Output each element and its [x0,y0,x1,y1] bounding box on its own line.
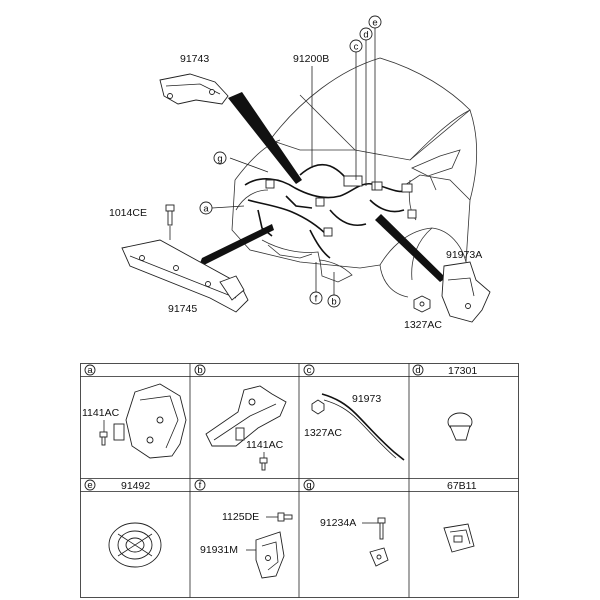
exploded-view: 91743 91200B 1014CE 91745 91973A 1327AC … [109,15,491,331]
table-cell-c: c 91973 1327AC [303,364,405,461]
cell-letter-d: d [412,364,424,376]
parts-table: a 1141AC b 1141AC [80,363,519,598]
bolt-1014CE [165,204,175,226]
callout-d: d [359,27,373,41]
cell-g-label-91234A: 91234A [320,517,356,529]
callout-f: f [309,291,323,305]
callout-c: c [349,39,363,53]
svg-text:d: d [415,365,420,376]
nut-1327AC [413,295,431,313]
leader-lines [169,28,376,296]
table-cell-e: e 91492 [84,479,162,568]
part-label-1327AC: 1327AC [404,319,442,331]
svg-text:e: e [87,480,92,491]
table-cell-67B11: 67B11 [443,480,477,553]
pointer-wedges [198,92,446,282]
svg-text:b: b [197,365,202,376]
cell-header-67B11: 67B11 [447,480,477,492]
part-label-1014CE: 1014CE [109,207,147,219]
bracket-91743 [159,73,229,105]
part-label-91200B: 91200B [293,53,329,65]
part-label-91973A: 91973A [446,249,482,261]
cell-letter-e: e [84,479,96,491]
cell-c-label-1327AC: 1327AC [304,427,342,439]
svg-text:c: c [307,365,312,376]
callout-label: f [315,294,318,305]
callout-g: g [213,151,227,165]
table-cell-g: g 91234A [303,479,389,567]
callout-label: a [203,204,209,215]
car-body-outline [231,57,478,298]
callout-label: b [331,297,336,308]
cell-letter-b: b [194,364,206,376]
callout-e: e [368,15,382,29]
table-cell-b: b 1141AC [194,364,287,471]
part-label-91743: 91743 [180,53,209,65]
callout-label: g [217,154,222,165]
svg-text:a: a [87,365,93,376]
cell-f-label-91931M: 91931M [200,544,238,556]
part-label-91745: 91745 [168,303,197,315]
table-cell-f: f 1125DE 91931M [194,479,293,579]
wiring-harness-91200B [244,163,417,259]
bracket-91745 [121,239,249,313]
bracket-91973A [441,261,491,323]
cell-c-label-91973: 91973 [352,393,381,405]
cell-d-header-17301: 17301 [448,365,477,377]
cell-a-label-1141AC: 1141AC [82,407,120,419]
callout-b: b [327,294,341,308]
cell-e-header-91492: 91492 [121,480,150,492]
callout-label: d [363,30,368,41]
svg-text:f: f [199,480,202,491]
callout-a: a [199,201,213,215]
callout-label: e [372,18,377,29]
svg-text:g: g [306,480,311,491]
cell-b-label-1141AC: 1141AC [246,439,284,451]
cell-letter-a: a [84,364,96,376]
cell-f-label-1125DE: 1125DE [222,511,259,523]
table-cell-d: d 17301 [412,364,477,441]
cell-letter-c: c [303,364,315,376]
callout-label: c [354,42,359,53]
cell-letter-f: f [194,479,206,491]
table-cell-a: a 1141AC [82,364,187,459]
cell-letter-g: g [303,479,315,491]
